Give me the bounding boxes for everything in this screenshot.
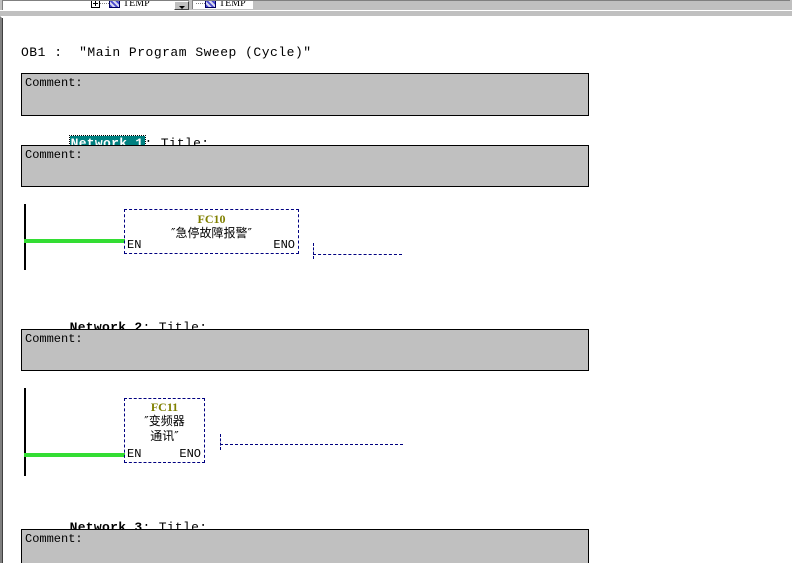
ladder-canvas[interactable]: OB1 : ″Main Program Sweep (Cycle)″ Comme…: [0, 16, 792, 563]
declaration-tree-pane[interactable]: TEMP: [2, 0, 189, 10]
fc-name-label: FC10: [197, 212, 226, 226]
power-rail-1: [24, 204, 26, 270]
tree-row-temp-1[interactable]: TEMP: [91, 0, 150, 9]
tree-row-label: TEMP: [123, 0, 150, 9]
network-comment-box-1[interactable]: Comment:: [21, 145, 589, 187]
fc-call-box-2[interactable]: FC11 ″变频器 通讯″ EN ENO: [124, 398, 205, 463]
variable-table-icon: [205, 1, 216, 8]
scroll-down-arrow-icon[interactable]: [174, 1, 189, 10]
pin-eno-label-2: ENO: [179, 447, 201, 461]
plus-expander-icon[interactable]: [91, 1, 100, 8]
comment-text: Comment:: [25, 148, 83, 162]
comment-text: Comment:: [25, 532, 83, 546]
block-title: OB1 : ″Main Program Sweep (Cycle)″: [21, 45, 312, 60]
fc-name-label: FC11: [150, 400, 179, 414]
fc-symbol-label: ″变频器 通讯″: [144, 414, 185, 443]
tree-connector-icon: [100, 2, 109, 5]
tree-connector-icon: [196, 2, 205, 5]
eno-wire-1[interactable]: [313, 254, 402, 255]
pin-eno-label-1: ENO: [273, 238, 295, 252]
declaration-detail-pane[interactable]: TEMP: [192, 0, 790, 9]
rung-wire-1[interactable]: [24, 239, 125, 243]
power-rail-2: [24, 388, 26, 476]
pin-en-label-2: EN: [127, 447, 142, 461]
pane-filler: [253, 1, 790, 9]
eno-stub-1: [313, 243, 314, 259]
network-comment-box-2[interactable]: Comment:: [21, 329, 589, 371]
fc-call-box-1[interactable]: FC10 ″急停故障报警″ EN ENO: [124, 209, 299, 254]
tree-row-temp-2[interactable]: TEMP: [196, 0, 246, 9]
pin-en-label-1: EN: [127, 238, 142, 252]
declaration-strip: TEMP TEMP: [0, 0, 792, 10]
comment-text: Comment:: [25, 332, 83, 346]
network-comment-box-3[interactable]: Comment:: [21, 529, 589, 563]
eno-stub-2: [220, 434, 221, 450]
block-comment-box[interactable]: Comment:: [21, 73, 589, 116]
eno-wire-2[interactable]: [220, 444, 403, 445]
variable-table-icon: [109, 1, 120, 8]
tree-row-label: TEMP: [219, 0, 246, 9]
rung-wire-2[interactable]: [24, 453, 125, 457]
comment-text: Comment:: [25, 76, 83, 90]
fc-symbol-label: ″急停故障报警″: [171, 226, 252, 240]
